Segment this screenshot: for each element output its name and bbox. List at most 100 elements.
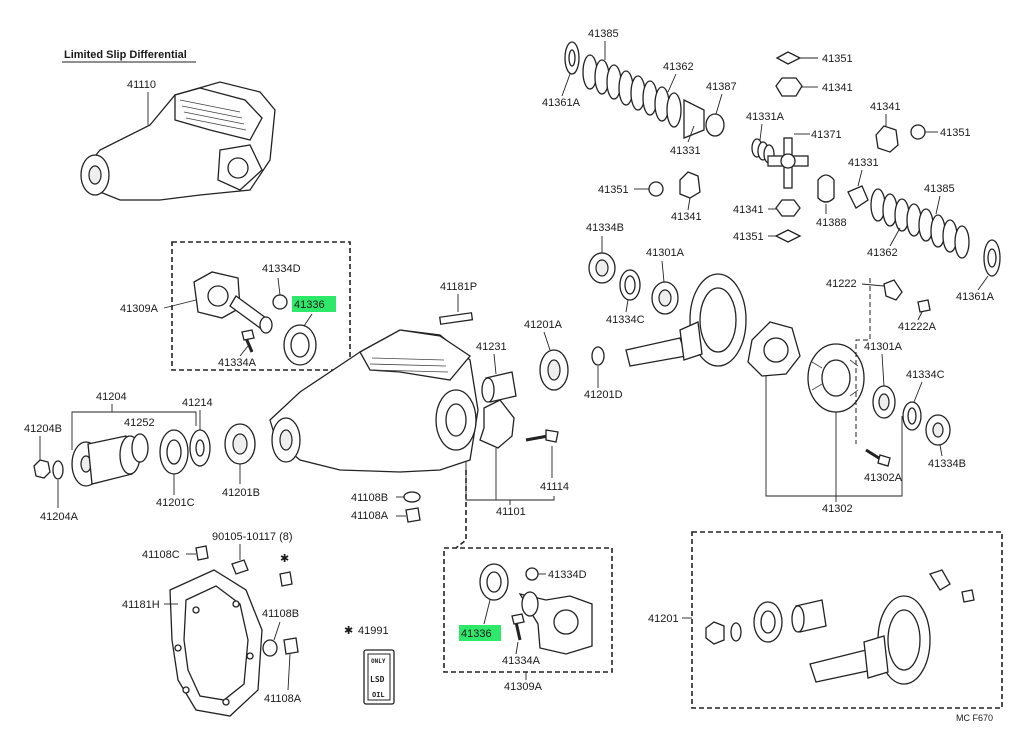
label-41351-c: 41351 (598, 184, 629, 196)
label-41361a-right: 41361A (956, 291, 995, 303)
shim-41201d[interactable] (591, 346, 605, 366)
label-41362-right: 41362 (867, 247, 898, 259)
pinion-41341-a[interactable] (775, 77, 803, 97)
slinger-41201c[interactable] (159, 429, 189, 475)
bearing-41301a-right[interactable] (872, 385, 896, 419)
label-41302a: 41302A (864, 472, 903, 484)
washer-41351-d[interactable] (774, 229, 802, 243)
label-41351-d: 41351 (733, 231, 764, 243)
label-41301a-right: 41301A (864, 341, 903, 353)
label-41331-top: 41331 (670, 145, 701, 157)
label-41101: 41101 (496, 506, 526, 518)
washer-41351-a[interactable] (775, 51, 802, 65)
oil-seal-41336-top[interactable] (283, 324, 317, 366)
flange-41309a-bottom[interactable] (518, 591, 593, 655)
bearing-41201-group[interactable] (791, 599, 827, 633)
clutch-pack-right[interactable] (847, 185, 1001, 277)
plug-41108c[interactable] (195, 545, 209, 561)
plug-41108b-a[interactable] (403, 491, 421, 503)
label-90105: 90105-10117 (8) (212, 531, 293, 543)
nut-41204b[interactable] (33, 459, 51, 479)
bolt-41302a[interactable] (865, 448, 891, 467)
clip-41201-group[interactable] (929, 569, 951, 591)
oil-seal-41336-bottom[interactable] (479, 563, 509, 601)
label-41204: 41204 (96, 391, 127, 403)
label-41214: 41214 (182, 397, 213, 409)
bolt-41334a-bottom[interactable] (511, 613, 525, 641)
label-41351-b: 41351 (940, 127, 971, 139)
case-41301a[interactable] (807, 343, 865, 413)
pinion-41341-d[interactable] (775, 199, 801, 217)
label-41114: 41114 (540, 481, 569, 493)
label-41301a-top: 41301A (646, 247, 685, 259)
bearing-41201b[interactable] (224, 423, 256, 465)
pinion-41341-b[interactable] (875, 125, 899, 153)
differential-case[interactable] (747, 321, 801, 377)
stud-41181p[interactable] (439, 312, 474, 325)
label-41371: 41371 (811, 129, 842, 141)
spider-41371[interactable] (767, 137, 809, 189)
bolt-41222a[interactable] (917, 299, 931, 313)
label-41385-right: 41385 (924, 183, 955, 195)
rear-cover-41181h[interactable] (169, 569, 263, 717)
label-41334d-bottom: 41334D (548, 569, 587, 581)
race-41334c-top[interactable] (619, 269, 641, 301)
label-41334c-right: 41334C (906, 369, 945, 381)
bearing-41201a[interactable] (539, 349, 569, 391)
washer-41351-c[interactable] (648, 181, 664, 197)
label-41341-b: 41341 (870, 101, 901, 113)
lsd-oil-tag-41991[interactable] (363, 649, 395, 705)
nut-41201-group[interactable] (705, 621, 725, 645)
badge-line-3: OIL (372, 691, 385, 699)
bearing-cap[interactable] (479, 399, 515, 449)
washer-41351-b[interactable] (910, 124, 926, 140)
label-41341-a: 41341 (822, 82, 853, 94)
label-41108b-b: 41108B (262, 608, 299, 620)
label-41387: 41387 (706, 81, 737, 93)
spacer-41231[interactable] (481, 371, 517, 403)
block-41388[interactable] (817, 174, 835, 203)
label-41222a: 41222A (898, 321, 937, 333)
slinger-41201-group[interactable] (753, 601, 783, 643)
bolt-41201-group[interactable] (961, 589, 975, 603)
label-41201b: 41201B (222, 487, 260, 499)
bolt-41114[interactable] (525, 429, 559, 443)
washer-41201-group[interactable] (730, 622, 742, 642)
ring-gear-pinion[interactable] (625, 273, 747, 367)
label-41204b: 41204B (24, 423, 62, 435)
label-41331a: 41331A (746, 111, 785, 123)
clutch-pack-left[interactable] (564, 41, 725, 139)
label-41361a-top: 41361A (542, 97, 581, 109)
snap-ring-41334d-bottom[interactable] (525, 567, 539, 581)
bearing-41334b-top[interactable] (588, 252, 616, 284)
plug-41108a-a[interactable] (405, 507, 421, 523)
washer-41204a[interactable] (52, 460, 64, 480)
label-41336-top: 41336 (294, 299, 325, 311)
flange-41309a-top[interactable] (193, 271, 273, 334)
ring-gear-41201-group[interactable] (809, 595, 931, 685)
race-41334c-right[interactable] (902, 401, 922, 431)
bearing-41334b-right[interactable] (925, 414, 951, 446)
label-41991: 41991 (358, 625, 389, 637)
spacer-41214[interactable] (189, 429, 211, 467)
group-box-41309a-bottom (443, 547, 613, 673)
label-41110: 41110 (127, 79, 156, 91)
snap-ring-41334d-top[interactable] (272, 294, 288, 310)
plug-41108a-b[interactable] (283, 637, 299, 655)
label-41334c-top: 41334C (606, 314, 645, 326)
gasket-small[interactable] (279, 571, 293, 587)
label-41334b-right: 41334B (928, 458, 966, 470)
washer-41108b-b[interactable] (262, 639, 278, 657)
label-41108b-a: 41108B (351, 492, 388, 504)
clip-41222[interactable] (883, 279, 903, 301)
bearing-41301a-top[interactable] (651, 281, 679, 315)
pinion-41341-c[interactable] (679, 171, 701, 199)
differential-assembly-41110[interactable] (80, 81, 276, 201)
seal-41252[interactable] (131, 433, 149, 463)
bolt-41334a-top[interactable] (241, 329, 255, 353)
carrier-housing-41101[interactable] (269, 329, 479, 473)
bolt-90105[interactable] (231, 559, 249, 575)
companion-flange-41204[interactable] (71, 435, 141, 487)
